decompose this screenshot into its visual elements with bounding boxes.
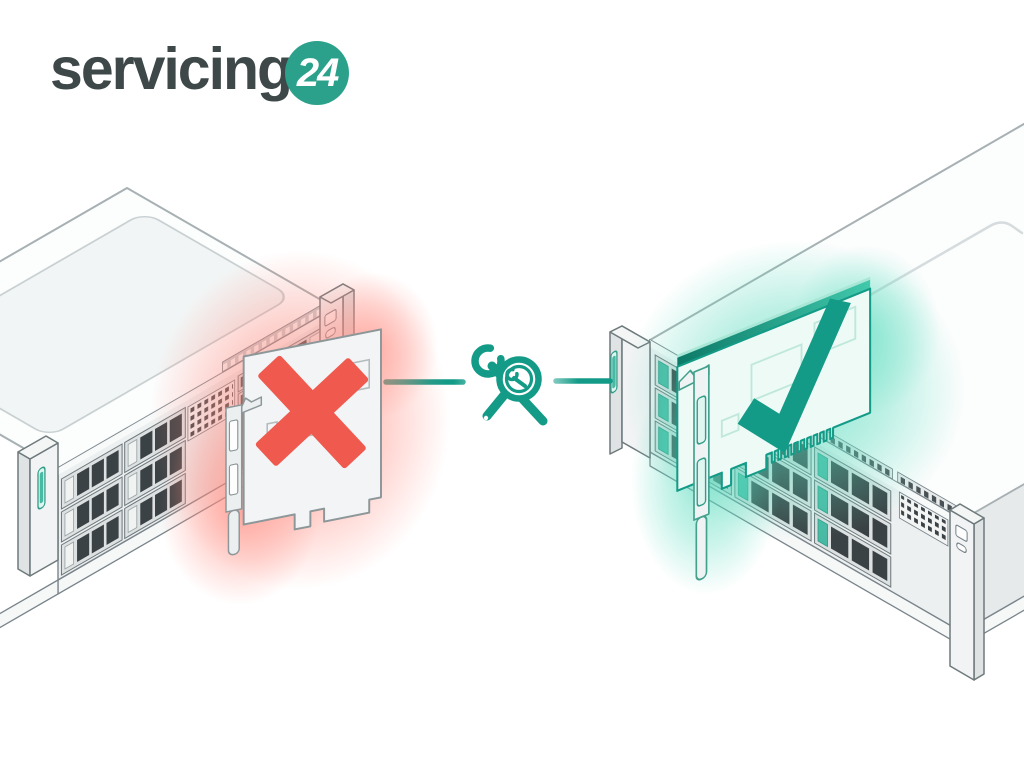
- server-left-plinth: [0, 578, 59, 629]
- card-top-edge: [677, 279, 871, 367]
- logo-wordmark: servicing: [50, 36, 293, 102]
- bracket-foot: [227, 509, 240, 556]
- logo-badge: 24: [285, 41, 350, 105]
- wrench-head: [471, 344, 505, 378]
- replacement-card: [676, 276, 872, 581]
- wrench-magnifier-icon: [471, 344, 548, 426]
- magnifier-handle: [482, 389, 510, 421]
- logo: servicing 24: [50, 36, 350, 105]
- status-led: [37, 466, 46, 510]
- check-icon: [737, 298, 851, 454]
- error-x-icon: [255, 355, 369, 469]
- bracket-foot: [695, 515, 708, 581]
- server-right-top-panel-outline: [804, 221, 1024, 334]
- mini-wrench: [505, 367, 519, 382]
- status-led: [610, 350, 618, 394]
- server-left-rack-ear-left: [17, 435, 59, 577]
- server-right-rack-ear-right: [949, 503, 985, 681]
